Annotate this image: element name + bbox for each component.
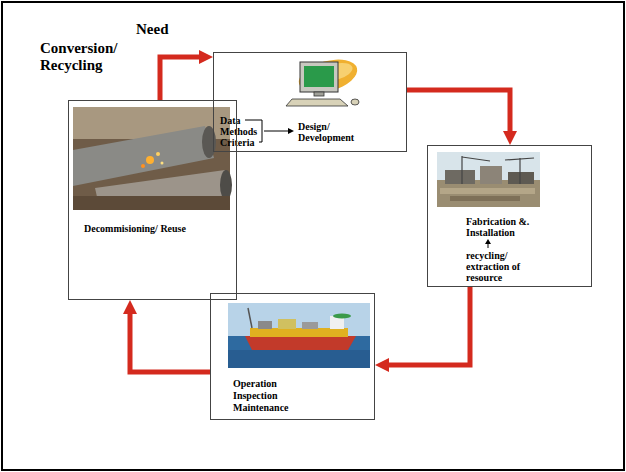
computer-icon xyxy=(300,62,338,92)
fpso-photo xyxy=(248,308,252,328)
computer-icon xyxy=(286,54,361,106)
fpso-photo xyxy=(333,314,351,319)
shipyard-photo xyxy=(437,152,540,207)
computer-icon xyxy=(304,66,334,87)
computer-icon xyxy=(286,99,348,106)
shipyard-photo xyxy=(437,180,540,207)
resource-arrow xyxy=(485,239,491,248)
input-bracket xyxy=(262,120,263,142)
operation-box: Operation Inspection Maintenance xyxy=(210,293,375,420)
shipyard-photo xyxy=(461,156,462,184)
box-text: Criteria xyxy=(220,137,254,148)
decommissioning-box: Decommisioning/ Reuse xyxy=(68,100,237,300)
shipyard-photo xyxy=(437,152,540,207)
computer-icon xyxy=(314,92,324,96)
design-box: DataMethodsCriteria Design/ Development xyxy=(213,52,407,152)
box-text: Operation Inspection Maintenance xyxy=(233,378,305,414)
box-text: Design/ Development xyxy=(298,121,368,143)
pipe-cutting-photo xyxy=(73,107,232,210)
input-bracket xyxy=(264,131,290,132)
flow-arrow xyxy=(382,287,470,365)
shipyard-photo xyxy=(508,172,534,184)
pipe-cutting-photo xyxy=(161,162,164,165)
computer-icon xyxy=(351,99,359,105)
input-bracket xyxy=(288,128,294,134)
fpso-photo xyxy=(228,303,370,336)
pipe-cutting-photo xyxy=(73,107,230,210)
box-text: recycling/ extraction of resource xyxy=(466,250,536,283)
fpso-photo xyxy=(258,321,272,329)
pipe-cutting-photo xyxy=(156,152,160,156)
fpso-photo xyxy=(302,322,318,329)
box-text: Methods xyxy=(220,126,257,137)
fpso-photo xyxy=(228,350,370,368)
shipyard-photo xyxy=(450,196,520,201)
shipyard-photo xyxy=(462,157,490,161)
box-text: Fabrication &. Installation xyxy=(466,216,544,238)
shipyard-photo xyxy=(480,166,502,184)
shipyard-photo xyxy=(505,158,534,160)
flow-arrow xyxy=(130,307,210,372)
box-text: Data xyxy=(220,115,241,126)
annotation-label: Conversion/ Recycling xyxy=(40,40,145,74)
pipe-cutting-photo xyxy=(73,196,230,210)
annotation-label: Need xyxy=(136,21,169,38)
box-text: Decommisioning/ Reuse xyxy=(84,223,194,234)
computer-icon xyxy=(295,54,361,99)
pipe-cutting-photo xyxy=(220,170,232,200)
flow-arrow xyxy=(160,57,206,100)
input-bracket xyxy=(245,120,262,121)
fpso-photo xyxy=(228,303,370,368)
fabrication-box: Fabrication &. Installation recycling/ ex… xyxy=(427,145,592,287)
shipyard-photo xyxy=(445,170,475,184)
fpso-photo xyxy=(250,328,348,337)
fpso-photo xyxy=(278,319,296,329)
resource-arrow xyxy=(485,239,491,244)
pipe-cutting-photo xyxy=(141,164,145,168)
flow-arrow xyxy=(407,90,510,138)
shipyard-photo xyxy=(440,188,535,194)
pipe-cutting-photo xyxy=(146,156,154,164)
shipyard-photo xyxy=(519,158,520,184)
fpso-photo xyxy=(228,336,370,368)
fpso-photo xyxy=(245,336,356,350)
